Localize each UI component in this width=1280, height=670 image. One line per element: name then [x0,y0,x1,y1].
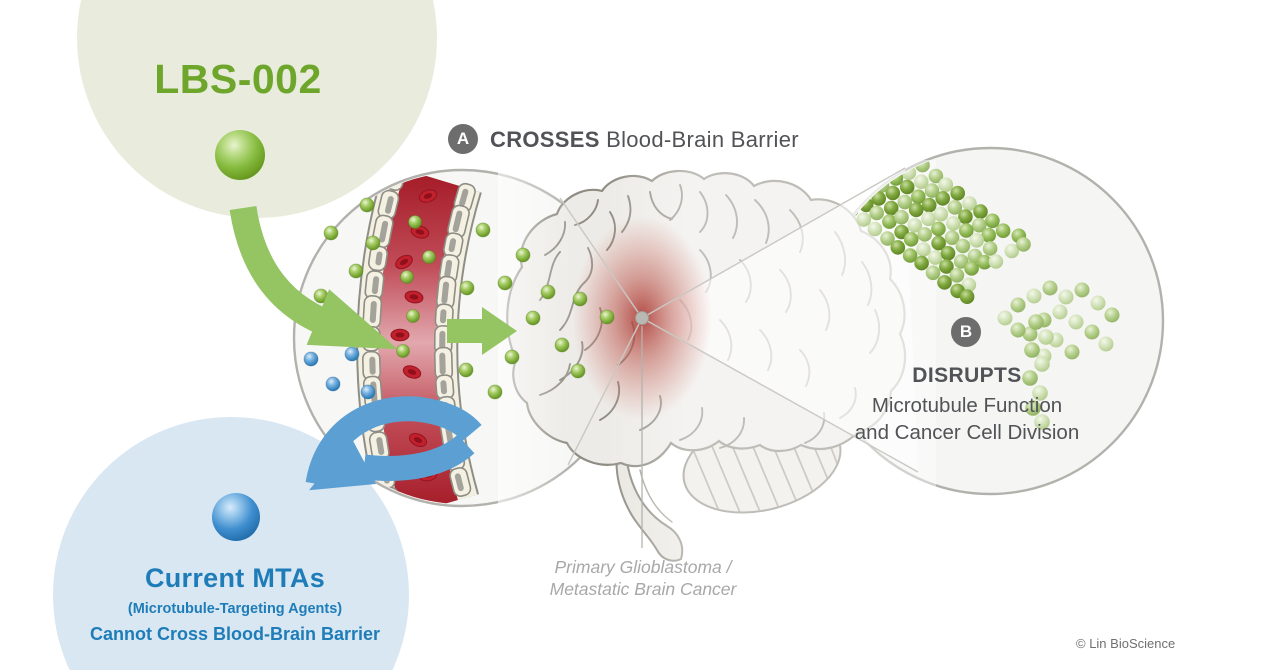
step-a-action: CROSSES [490,127,600,152]
green-sphere-icon [215,130,265,180]
step-a-badge-letter: A [456,129,470,148]
blue-sphere-icon [212,493,260,541]
zoom-beam-edges [559,167,919,473]
step-b-line3: and Cancer Cell Division [854,420,1080,444]
step-b-action: DISRUPTS [912,364,1022,387]
drug-crosses-arrow [229,205,398,350]
step-a-object: Blood-Brain Barrier [599,127,799,152]
tumor-focus-dot [635,311,649,325]
mta-title: Current MTAs [144,563,326,593]
step-b-badge-letter: B [959,322,973,341]
mta-label-block: Current MTAs (Microtubule-Targeting Agen… [75,563,395,645]
step-b-badge: B [951,317,981,347]
blood-vessel [356,172,482,504]
mta-note: Cannot Cross Blood-Brain Barrier [89,624,381,644]
tumor-caption: Primary Glioblastoma / Metastatic Brain … [493,556,793,600]
lbs-background-circle [77,0,437,218]
mta-subtitle: (Microtubule-Targeting Agents) [127,601,343,617]
mta-blocked-arrow [305,396,482,491]
step-a-label: CROSSES Blood-Brain Barrier [490,127,799,153]
step-a-badge: A [448,124,478,154]
step-b-line2: Microtubule Function [871,394,1063,417]
copyright-notice: © Lin BioScience [1076,636,1176,651]
tumor-caption-line2: Metastatic Brain Cancer [549,579,737,599]
mta-molecule-dots [303,346,376,400]
left-fade-overlay [498,165,572,565]
step-b-label: DISRUPTS Microtubule Function and Cancer… [814,364,1120,446]
tumor-caption-line1: Primary Glioblastoma / [554,557,732,577]
zoom-beam-right [642,168,918,472]
drug-molecule-dots [313,197,615,400]
drug-enters-brain-arrow [447,307,517,355]
product-title: LBS-002 [154,56,322,102]
